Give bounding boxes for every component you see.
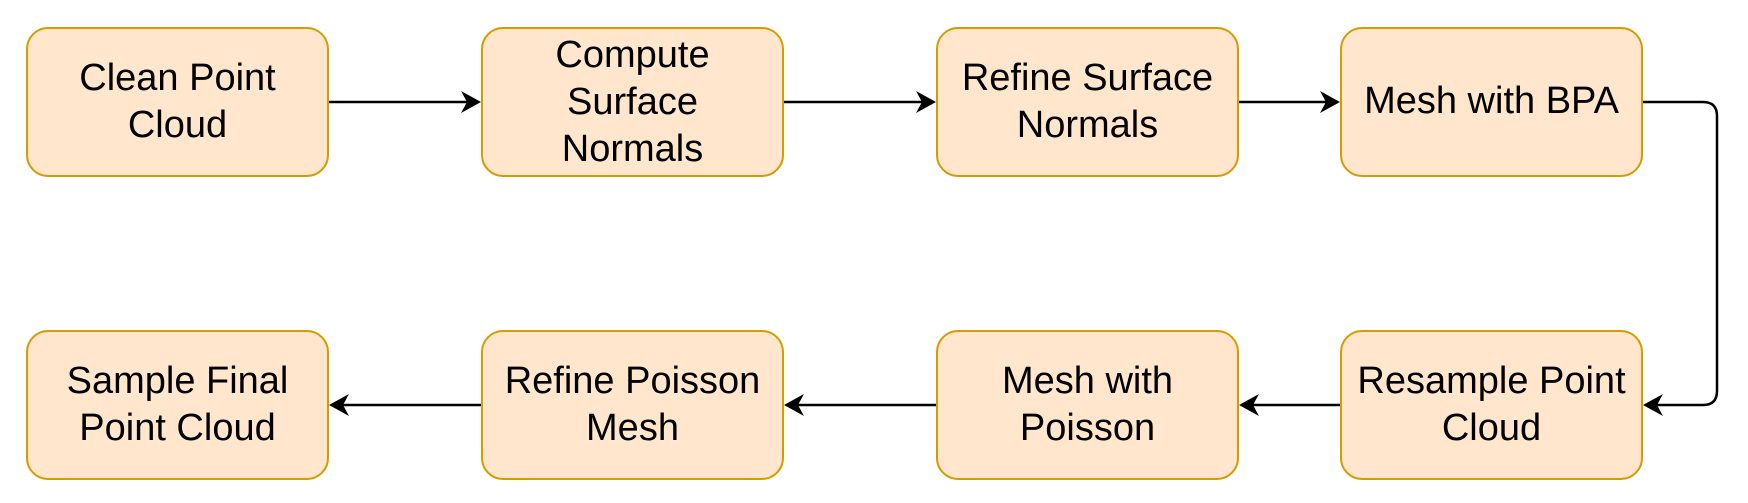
arrowhead — [916, 91, 936, 113]
node-sample-final-point-cloud: Sample Final Point Cloud — [26, 330, 329, 480]
node-refine-surface-normals: Refine Surface Normals — [936, 27, 1239, 177]
arrowhead — [1320, 91, 1340, 113]
node-refine-poisson-mesh: Refine Poisson Mesh — [481, 330, 784, 480]
node-label: Mesh with BPA — [1364, 80, 1619, 122]
node-mesh-with-bpa: Mesh with BPA — [1340, 27, 1643, 177]
edge-bpa-to-resample — [1643, 100, 1719, 407]
node-label: Refine Poisson Mesh — [504, 360, 761, 449]
node-label: Sample Final Point Cloud — [66, 360, 289, 449]
arrowhead — [329, 394, 349, 416]
arrowhead — [784, 394, 804, 416]
node-label: Compute Surface Normals — [555, 33, 710, 170]
node-clean-point-cloud: Clean Point Cloud — [26, 27, 329, 177]
node-compute-surface-normals: Compute Surface Normals — [481, 27, 784, 177]
node-mesh-with-poisson: Mesh with Poisson — [936, 330, 1239, 480]
node-label: Mesh with Poisson — [1001, 360, 1174, 449]
node-label: Refine Surface Normals — [961, 57, 1214, 146]
arrowhead — [1239, 394, 1259, 416]
arrowhead — [1643, 394, 1663, 416]
node-label: Resample Point Cloud — [1357, 360, 1626, 449]
node-resample-point-cloud: Resample Point Cloud — [1340, 330, 1643, 480]
node-label: Clean Point Cloud — [79, 57, 276, 146]
arrowhead — [461, 91, 481, 113]
